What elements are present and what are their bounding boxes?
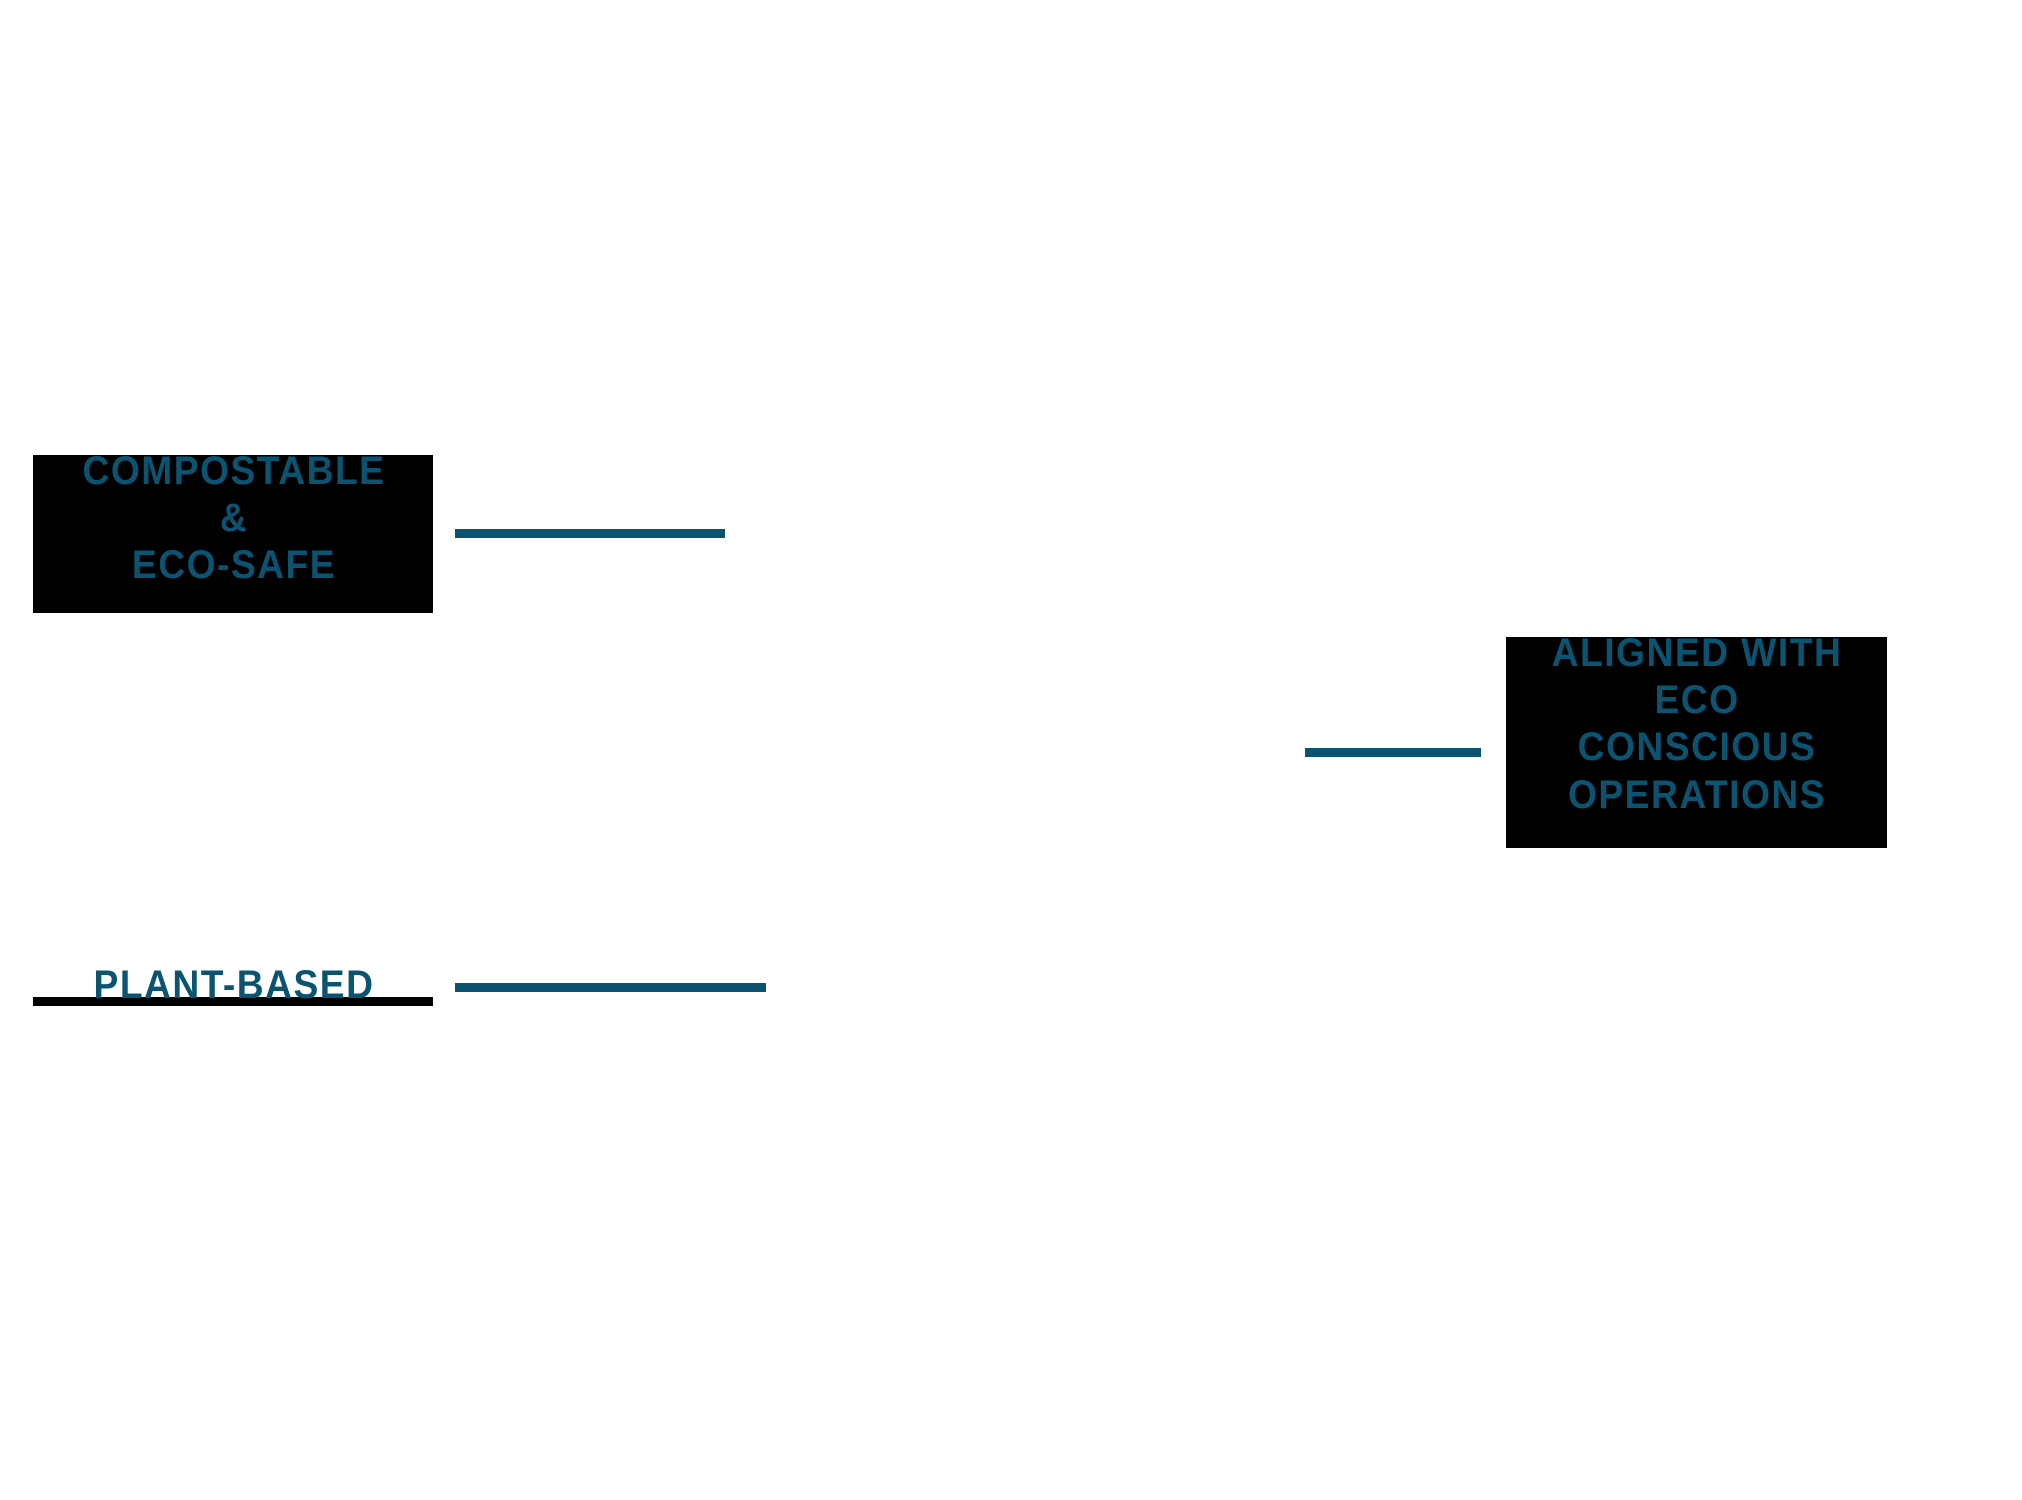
aligned-eco-conscious-operations-label: ALIGNED WITH ECO CONSCIOUS OPERATIONS	[1551, 631, 1843, 817]
aligned-backing-plate	[1506, 637, 1887, 848]
plant-based-label: PLANT-BASED	[93, 963, 375, 1007]
compostable-eco-safe-label: COMPOSTABLE & ECO-SAFE	[82, 449, 386, 588]
compostable-connector-line	[455, 529, 725, 538]
plant-based-connector-line	[455, 983, 766, 992]
compostable-backing-plate	[33, 455, 433, 613]
aligned-connector-line	[1305, 748, 1481, 757]
plant-based-backing-plate	[33, 997, 433, 1006]
